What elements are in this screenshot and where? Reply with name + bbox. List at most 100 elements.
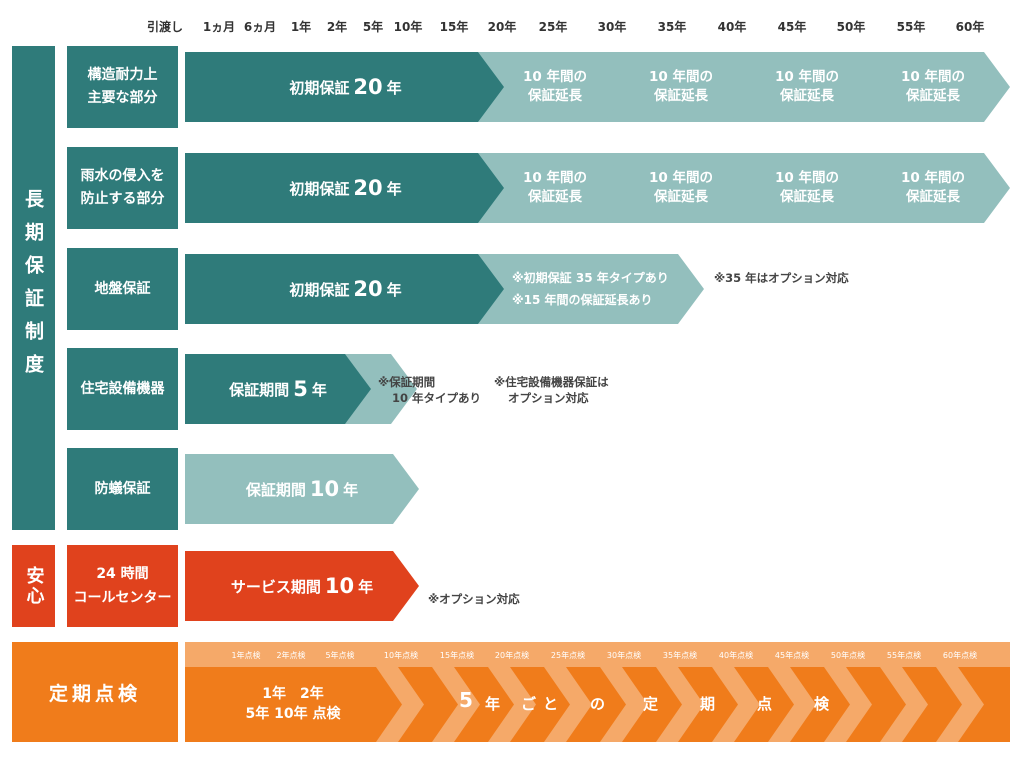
category-inspection: 定期点検: [12, 642, 178, 742]
inspection-mark-label: 55年点検: [886, 651, 922, 660]
inspection-mark-label: 45年点検: [774, 651, 810, 660]
periodic-char: の: [590, 695, 606, 713]
early-inspection-text: 1年 2年 5年 10年 点検: [218, 684, 368, 724]
inspection-mark-label: 25年点検: [550, 651, 586, 660]
warranty-prefix: 保証期間: [245, 480, 306, 499]
inspection-mark-label: 10年点検: [383, 651, 419, 660]
warranty-years: 5: [293, 377, 308, 401]
periodic-char: と: [543, 695, 559, 713]
row-label-structure: 構造耐力上 主要な部分: [67, 46, 178, 128]
timeline-label: 50年: [836, 20, 866, 34]
note-line: オプション対応: [508, 391, 589, 405]
row-label-callcenter: 24 時間 コールセンター: [67, 545, 178, 627]
timeline-label: 55年: [896, 20, 926, 34]
extension-line2: 保証延長: [528, 189, 582, 205]
row-label-ground: 地盤保証: [67, 248, 178, 330]
timeline-label: 30年: [597, 20, 627, 34]
extension-line2: 保証延長: [906, 189, 960, 205]
extension-line2: 保証延長: [654, 189, 708, 205]
note-line: ※住宅設備機器保証は: [494, 375, 609, 389]
periodic-char: 5: [459, 688, 473, 712]
warranty-unit: 年: [343, 480, 359, 499]
equipment-note-option: ※住宅設備機器保証は オプション対応: [494, 374, 609, 406]
timeline-label: 引渡し: [146, 20, 184, 34]
timeline-label: 20年: [487, 20, 517, 34]
warranty-years: 10: [309, 477, 340, 501]
service-prefix: サービス期間: [230, 577, 321, 596]
inspection-mark-label: 5年点検: [325, 651, 355, 660]
warranty-years: 20: [353, 176, 383, 200]
warranty-unit: 年: [311, 380, 327, 399]
warranty-prefix: 保証期間: [229, 380, 290, 399]
periodic-char: 期: [700, 695, 716, 713]
warranty-years: 20: [353, 75, 383, 99]
timeline-label: 5年: [362, 20, 384, 34]
periodic-char: 定: [643, 695, 659, 713]
warranty-unit: 年: [386, 280, 402, 299]
extension-line1: 10 年間の: [901, 69, 965, 85]
early-inspection-line2: 5年 10年 点検: [245, 706, 341, 722]
extension-line1: 10 年間の: [523, 69, 587, 85]
warranty-prefix: 初期保証: [289, 280, 350, 299]
warranty-unit: 年: [386, 179, 402, 198]
periodic-char: 年: [485, 695, 501, 713]
equipment-warranty-bar: 保証期間 5 年: [185, 354, 371, 424]
inspection-mark-label: 15年点検: [439, 651, 475, 660]
periodic-char: ご: [521, 695, 537, 713]
category-anshin: 安心: [12, 545, 55, 627]
timeline-label: 1ヵ月: [202, 20, 236, 34]
service-years: 10: [324, 574, 355, 598]
timeline-label: 1年: [290, 20, 312, 34]
ground-note-15yr: ※15 年間の保証延長あり: [512, 293, 653, 307]
inspection-mark-label: 35年点検: [662, 651, 698, 660]
note-line: ※保証期間: [378, 375, 436, 389]
initial-warranty-bar: 初期保証 20 年: [185, 153, 506, 223]
extension-line1: 10 年間の: [649, 170, 713, 186]
inspection-inner-band: [185, 667, 1010, 742]
inspection-mark-label: 2年点検: [276, 651, 306, 660]
timeline-label: 6ヵ月: [243, 20, 277, 34]
timeline-label: 60年: [955, 20, 985, 34]
inspection-mark-label: 20年点検: [494, 651, 530, 660]
callcenter-service-bar: サービス期間 10 年: [185, 551, 419, 621]
periodic-char: 点: [757, 695, 773, 713]
extension-line1: 10 年間の: [775, 170, 839, 186]
callcenter-option-note: ※オプション対応: [428, 592, 520, 606]
equipment-note-10yr: ※保証期間 10 年タイプあり: [378, 374, 481, 406]
timeline-label: 35年: [657, 20, 687, 34]
extension-line2: 保証延長: [780, 189, 834, 205]
inspection-mark-label: 60年点検: [942, 651, 978, 660]
initial-warranty-bar: 初期保証 20 年: [185, 52, 506, 122]
ground-note-35yr: ※初期保証 35 年タイプあり: [512, 271, 669, 285]
extension-line2: 保証延長: [654, 88, 708, 104]
early-inspection-line1: 1年 2年: [262, 686, 324, 702]
timeline-label: 45年: [777, 20, 807, 34]
timeline-label: 2年: [326, 20, 348, 34]
row-label-rain: 雨水の侵入を 防止する部分: [67, 147, 178, 229]
initial-warranty-bar: 初期保証 20 年: [185, 254, 506, 324]
inspection-mark-label: 1年点検: [231, 651, 261, 660]
extension-line2: 保証延長: [780, 88, 834, 104]
category-long-term: 長期保証制度: [12, 46, 55, 530]
ground-extension-chevron: ※初期保証 35 年タイプあり ※15 年間の保証延長あり: [478, 254, 704, 324]
extension-line1: 10 年間の: [523, 170, 587, 186]
inspection-mark-label: 30年点検: [606, 651, 642, 660]
extension-line2: 保証延長: [906, 88, 960, 104]
timeline-label: 40年: [717, 20, 747, 34]
inspection-mark-label: 40年点検: [718, 651, 754, 660]
extension-line1: 10 年間の: [649, 69, 713, 85]
row-label-termite: 防蟻保証: [67, 448, 178, 530]
timeline-label: 15年: [439, 20, 469, 34]
extension-line2: 保証延長: [528, 88, 582, 104]
warranty-prefix: 初期保証: [289, 78, 350, 97]
timeline-label: 10年: [393, 20, 423, 34]
extension-line1: 10 年間の: [901, 170, 965, 186]
extension-chevron: 10 年間の保証延長: [604, 52, 758, 122]
warranty-prefix: 初期保証: [289, 179, 350, 198]
termite-warranty-bar: 保証期間 10 年: [185, 454, 419, 524]
warranty-years: 20: [353, 277, 383, 301]
service-unit: 年: [358, 577, 374, 596]
ground-option-note: ※35 年はオプション対応: [714, 271, 849, 285]
extension-chevron: 10 年間の保証延長: [730, 52, 884, 122]
periodic-char: 検: [814, 695, 830, 713]
